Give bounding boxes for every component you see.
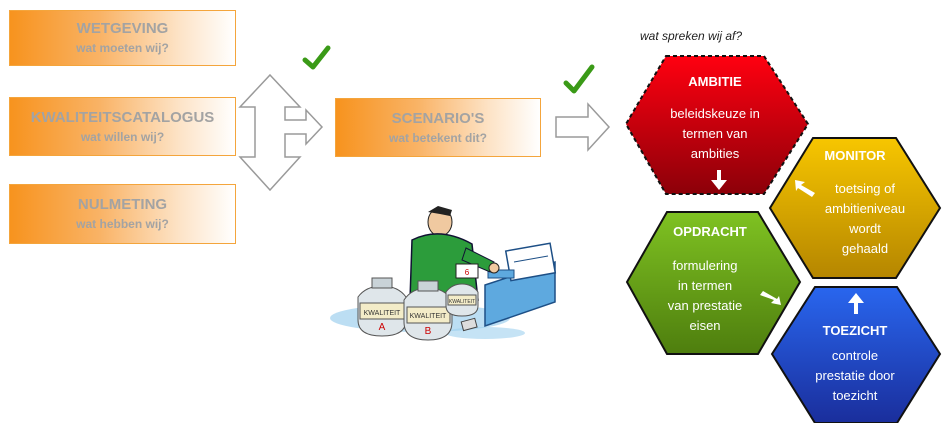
- hexagon-toezicht-title: TOEZICHT: [822, 323, 888, 338]
- shopkeeper-illustration: 6 KWALITEIT A KWALITEIT B KWALITEIT: [330, 206, 557, 341]
- right-arrow: [555, 102, 611, 152]
- box-title: SCENARIO'S: [391, 109, 485, 127]
- jar-letter: A: [379, 322, 386, 333]
- arrow-up-icon: [848, 293, 864, 314]
- arrow-down-right-icon: [760, 291, 781, 305]
- check-icon: [563, 64, 595, 94]
- box-subtitle: wat willen wij?: [80, 129, 165, 144]
- hexagon-opdracht: [625, 211, 802, 355]
- tag-label: 6: [465, 268, 470, 277]
- jar-label: KWALITEIT: [449, 299, 475, 305]
- jar-label: KWALITEIT: [364, 310, 401, 317]
- hexagon-opdracht-title: OPDRACHT: [673, 224, 747, 239]
- box-scenarios: SCENARIO'S wat betekent dit?: [335, 98, 541, 157]
- box-subtitle: wat moeten wij?: [76, 41, 169, 55]
- box-title: KWALITEITSCATALOGUS: [30, 108, 215, 126]
- question-label: wat spreken wij af?: [640, 29, 743, 43]
- hexagon-opdracht-text: formulering in termen van prestatie eise…: [667, 258, 743, 333]
- box-kwaliteitscatalogus: KWALITEITSCATALOGUS wat willen wij?: [9, 97, 236, 156]
- arrow-down-icon: [711, 170, 727, 190]
- hexagon-monitor: [768, 137, 942, 279]
- box-title: WETGEVING: [76, 20, 169, 37]
- jar-letter: B: [425, 326, 432, 337]
- merge-arrow: [238, 73, 324, 192]
- hexagon-ambitie-text: beleidskeuze in termen van ambities: [670, 106, 760, 161]
- arrow-up-left-icon: [795, 180, 815, 197]
- hexagon-ambitie: [624, 55, 810, 195]
- hexagon-monitor-title: MONITOR: [824, 148, 886, 163]
- box-title: NULMETING: [77, 196, 168, 213]
- hexagon-toezicht: [770, 286, 942, 423]
- jar-label: KWALITEIT: [410, 313, 447, 320]
- box-wetgeving: WETGEVING wat moeten wij?: [9, 10, 236, 66]
- box-subtitle: wat betekent dit?: [388, 130, 487, 145]
- box-nulmeting: NULMETING wat hebben wij?: [9, 184, 236, 244]
- check-icon: [302, 45, 331, 70]
- box-subtitle: wat hebben wij?: [76, 217, 169, 231]
- hexagon-toezicht-text: controle prestatie door toezicht: [815, 348, 895, 403]
- hexagon-monitor-text: toetsing of ambitieniveau wordt gehaald: [824, 181, 906, 256]
- hexagon-ambitie-title: AMBITIE: [688, 74, 742, 89]
